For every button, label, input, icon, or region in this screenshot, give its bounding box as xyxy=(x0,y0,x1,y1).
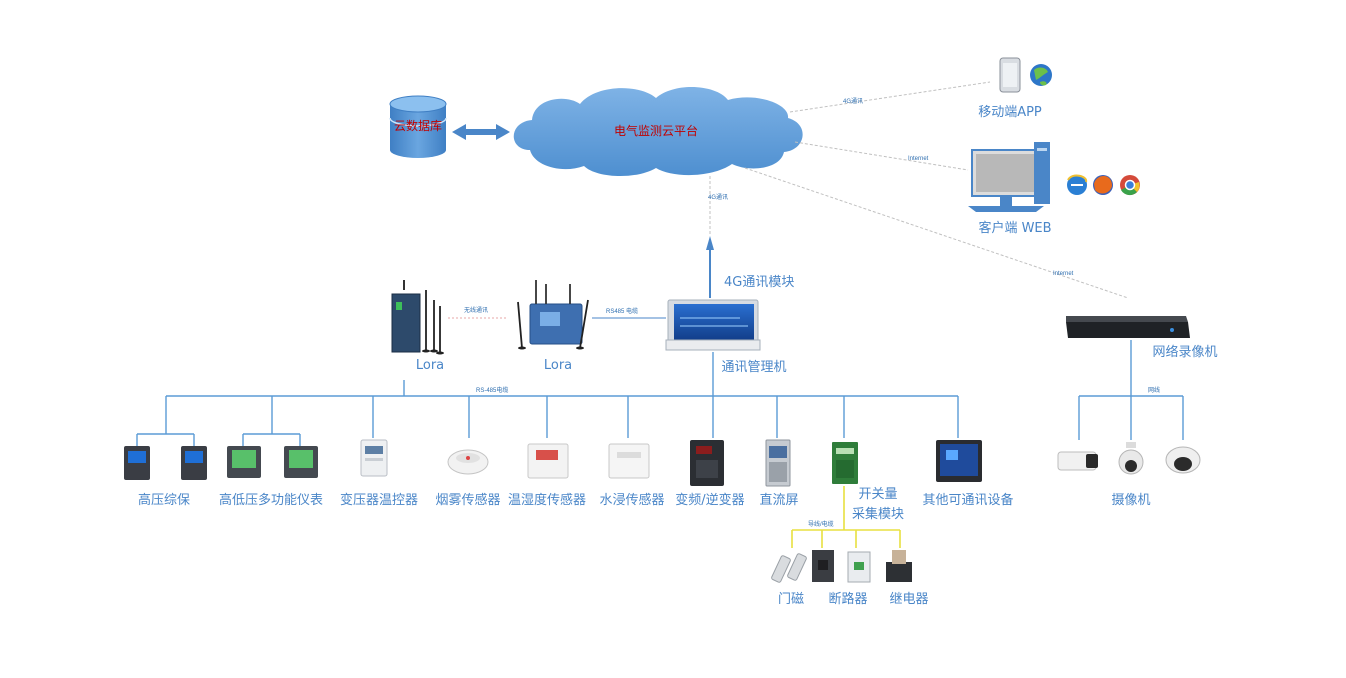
temperature-humidity-sensor-icon xyxy=(527,443,569,479)
smoke-sensor-icon xyxy=(447,449,489,475)
circuit-breaker-icon xyxy=(812,550,834,582)
cloud-icon xyxy=(513,86,803,177)
lora-2-label: Lora xyxy=(544,358,572,373)
link-cloud-web-label: Internet xyxy=(908,156,929,162)
device-label: 其他可通讯设备 xyxy=(922,492,1013,508)
protection-relay-icon xyxy=(124,446,207,480)
db-cloud-double-arrow xyxy=(452,124,510,140)
power-meter-icon xyxy=(227,446,318,478)
link-cloud-mobile-label: 4G通讯 xyxy=(843,97,863,105)
link-cloud-nvr xyxy=(744,167,1129,299)
temperature-controller-icon xyxy=(360,439,388,477)
switch-module-icon xyxy=(832,442,858,484)
switch-item-label: 继电器 xyxy=(889,592,928,607)
camera-label: 摄像机 xyxy=(1111,493,1150,508)
device-label: 高压综保 xyxy=(138,492,190,508)
internet-explorer-icon xyxy=(1067,174,1088,195)
device-label: 烟雾传感器 xyxy=(435,492,500,508)
cloud-database-label: 云数据库 xyxy=(394,118,442,133)
switch-item-label: 断路器 xyxy=(828,591,867,607)
mobile-phone-icon xyxy=(999,57,1021,93)
comm-manager-label: 通讯管理机 xyxy=(721,360,786,375)
nvr-bus xyxy=(1078,340,1184,440)
device-label: 水浸传感器 xyxy=(599,492,664,508)
chrome-icon xyxy=(1120,175,1140,196)
device-label: 直流屏 xyxy=(759,493,798,508)
link-cloud-mobile xyxy=(789,81,991,113)
device-label: 变压器温控器 xyxy=(340,492,418,508)
nvr-icon xyxy=(1066,316,1190,338)
link-lora-wireless-label: 无线通讯 xyxy=(464,306,488,314)
browser-icons xyxy=(1067,174,1140,196)
lora-gateway-1-icon xyxy=(391,280,444,355)
antenna-icon xyxy=(706,236,714,298)
device-label: 高低压多功能仪表 xyxy=(219,492,323,508)
rs485-bus xyxy=(136,352,959,446)
link-cloud-gateway-label: 4G通讯 xyxy=(708,193,728,201)
water-leak-sensor-icon xyxy=(608,443,650,479)
nvr-net-label: 网线 xyxy=(1148,386,1160,394)
link-cloud-web xyxy=(794,141,969,171)
lora-1-label: Lora xyxy=(416,358,444,373)
gprs-module-label: 4G通讯模块 xyxy=(724,275,794,290)
switch-wire-label: 导线/电缆 xyxy=(808,520,834,528)
desktop-computer-icon xyxy=(968,142,1050,212)
circuit-breaker-2-icon xyxy=(847,551,871,583)
nvr-label: 网络录像机 xyxy=(1152,344,1217,360)
device-label: 开关量 xyxy=(858,487,897,502)
dome-camera-icon xyxy=(1165,446,1201,474)
firefox-icon xyxy=(1093,175,1113,195)
door-contact-icon xyxy=(771,553,807,583)
hmi-screen-icon xyxy=(936,440,982,482)
lora-gateway-2-icon xyxy=(517,280,589,350)
mobile-app-label: 移动端APP xyxy=(978,105,1042,120)
web-client-label: 客户端 WEB xyxy=(978,220,1051,236)
cloud-platform-label: 电气监测云平台 xyxy=(614,123,698,138)
link-cloud-nvr-label: Internet xyxy=(1053,271,1074,277)
bullet-camera-icon xyxy=(1057,451,1098,471)
globe-icon xyxy=(1030,64,1052,86)
relay-icon xyxy=(886,550,912,582)
device-label: 温湿度传感器 xyxy=(508,492,586,508)
device-label: 变频/逆变器 xyxy=(675,492,744,508)
comm-manager-icon xyxy=(665,299,761,351)
switch-wiring xyxy=(791,486,901,548)
speed-dome-camera-icon xyxy=(1118,442,1144,475)
link-lora-rs485-label: RS485 电缆 xyxy=(606,307,638,315)
cloud-database-icon xyxy=(389,95,447,158)
inverter-icon xyxy=(690,440,724,486)
device-label-line2: 采集模块 xyxy=(852,506,904,522)
bus-rs485-label: RS-485电缆 xyxy=(476,386,508,394)
dc-panel-icon xyxy=(765,439,791,487)
switch-item-label: 门磁 xyxy=(778,592,804,607)
